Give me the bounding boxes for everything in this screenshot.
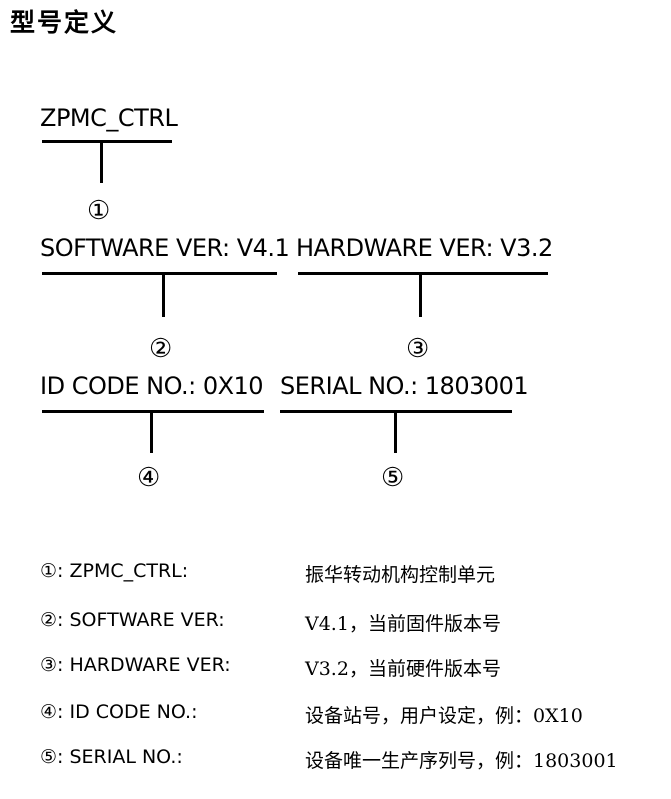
model-name-label: ZPMC_CTRL	[40, 104, 178, 132]
legend-key-3: ③: HARDWARE VER:	[40, 654, 231, 676]
legend-value-5: 设备唯一生产序列号，例：1803001	[305, 750, 618, 772]
hardware-ver-label: HARDWARE VER: V3.2	[296, 234, 553, 262]
hardware-underline	[298, 272, 548, 275]
legend-key-5: ⑤: SERIAL NO.:	[40, 746, 183, 768]
legend-value-4: 设备站号，用户设定，例：0X10	[305, 705, 583, 727]
marker-3: ③	[406, 334, 430, 364]
marker-1: ①	[87, 196, 111, 226]
serial-connector	[394, 411, 397, 453]
legend-key-4: ④: ID CODE NO.:	[40, 701, 198, 723]
page-title: 型号定义	[10, 8, 119, 37]
marker-4: ④	[137, 463, 161, 493]
software-ver-label: SOFTWARE VER: V4.1	[40, 234, 290, 262]
id-code-underline	[42, 410, 264, 413]
model-connector	[100, 141, 103, 183]
legend-value-2: V4.1，当前固件版本号	[305, 613, 501, 635]
legend-value-3: V3.2，当前硬件版本号	[305, 658, 501, 680]
marker-2: ②	[149, 334, 173, 364]
id-code-connector	[150, 411, 153, 453]
legend-value-1: 振华转动机构控制单元	[305, 564, 496, 586]
legend-key-2: ②: SOFTWARE VER:	[40, 609, 225, 631]
model-underline	[42, 140, 172, 143]
software-connector	[162, 273, 165, 317]
id-code-label: ID CODE NO.: 0X10	[40, 372, 264, 400]
serial-no-label: SERIAL NO.: 1803001	[280, 372, 529, 400]
hardware-connector	[419, 273, 422, 317]
marker-5: ⑤	[381, 463, 405, 493]
software-underline	[42, 272, 277, 275]
legend-key-1: ①: ZPMC_CTRL:	[40, 560, 189, 582]
